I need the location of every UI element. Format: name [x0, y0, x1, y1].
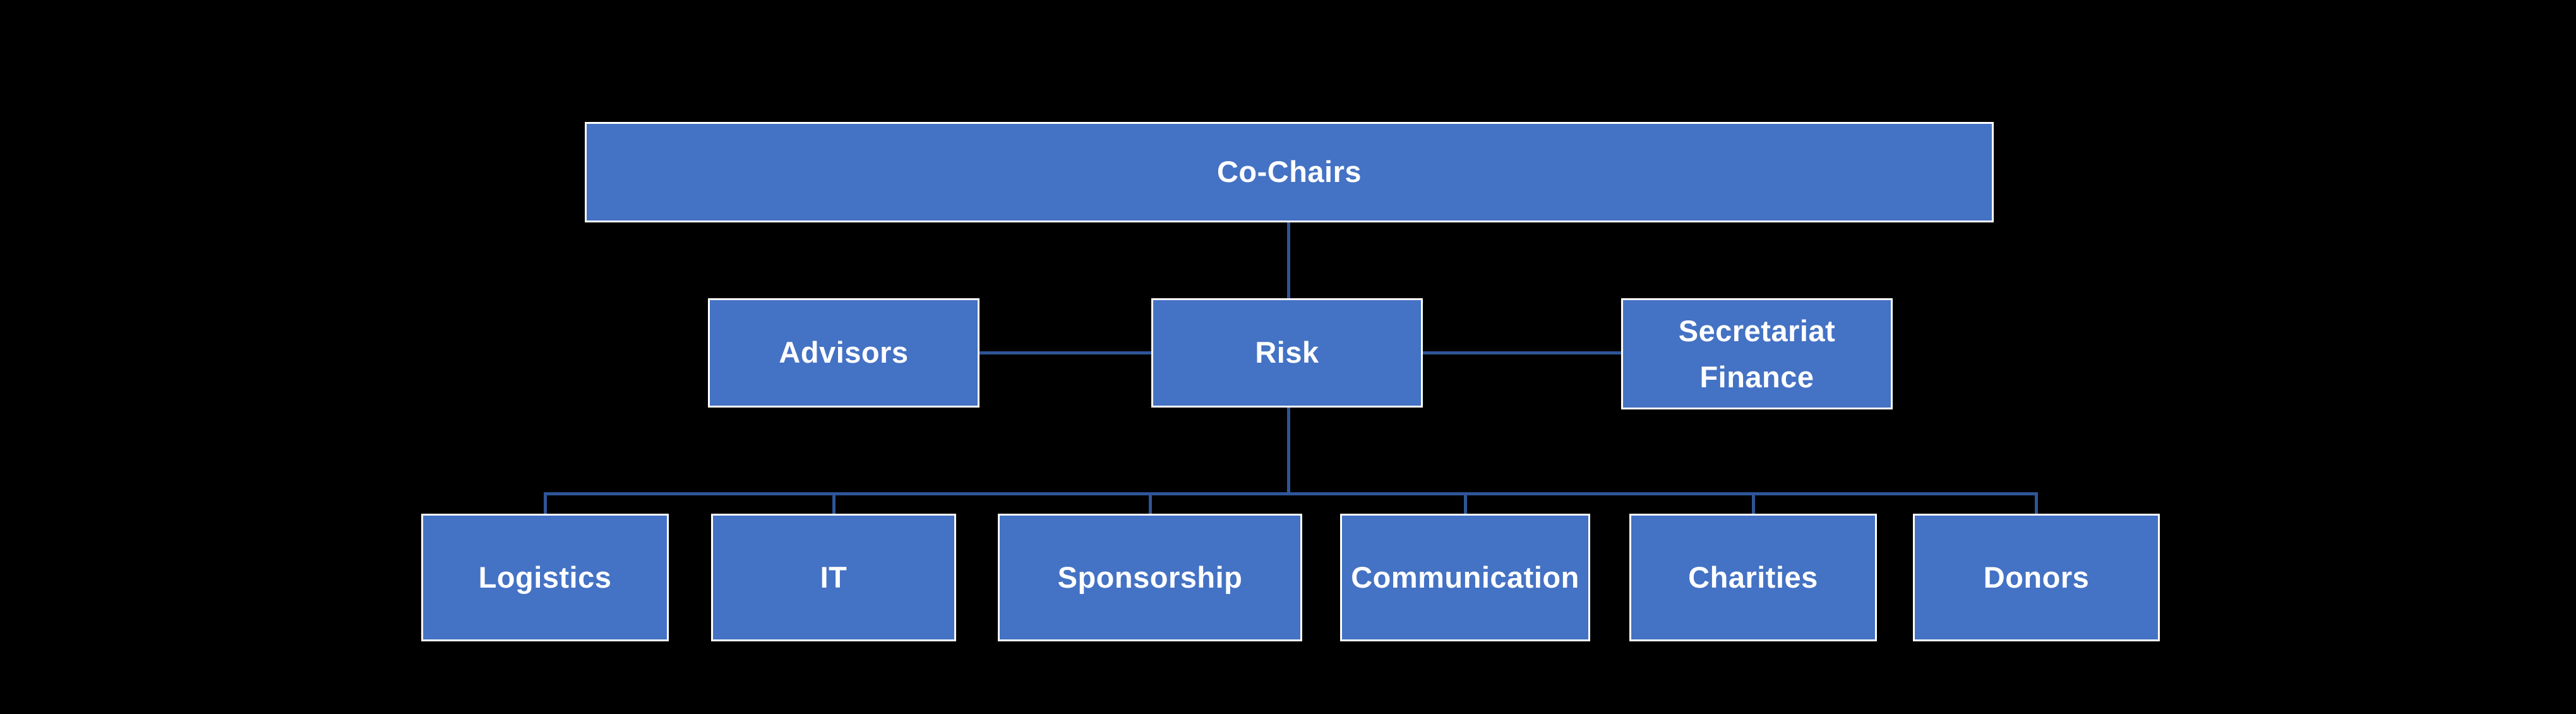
connector-cochairs-risk: [1287, 222, 1290, 298]
node-co-chairs-label: Co-Chairs: [1216, 155, 1362, 189]
node-secretariat-finance-label-line1: Secretariat: [1678, 314, 1836, 348]
connector-risk-children: [1287, 408, 1290, 493]
node-it-label: IT: [820, 560, 848, 594]
node-donors-label: Donors: [1983, 560, 2090, 594]
node-charities-label: Charities: [1688, 560, 1818, 594]
connector-drop-charities: [1752, 492, 1755, 516]
node-risk-label: Risk: [1255, 336, 1319, 370]
node-secretariat-finance-label-line2: Finance: [1699, 360, 1814, 394]
connector-advisors-risk: [979, 351, 1151, 354]
node-donors[interactable]: Donors: [1913, 514, 2160, 641]
connector-drop-logistics: [544, 492, 547, 516]
connector-drop-sponsorship: [1149, 492, 1152, 516]
node-it[interactable]: IT: [711, 514, 956, 641]
node-risk[interactable]: Risk: [1151, 298, 1423, 408]
connector-risk-secretariat: [1423, 351, 1621, 354]
node-charities[interactable]: Charities: [1629, 514, 1877, 641]
node-co-chairs[interactable]: Co-Chairs: [585, 122, 1994, 222]
connector-drop-communication: [1464, 492, 1467, 516]
node-communication-label: Communication: [1351, 560, 1579, 594]
node-secretariat-finance[interactable]: Secretariat Finance: [1621, 298, 1893, 409]
connector-children-bus: [544, 492, 2038, 495]
node-advisors-label: Advisors: [779, 336, 909, 370]
node-advisors[interactable]: Advisors: [708, 298, 979, 408]
connector-drop-donors: [2035, 492, 2038, 516]
node-logistics[interactable]: Logistics: [421, 514, 669, 641]
node-sponsorship-label: Sponsorship: [1057, 560, 1243, 594]
node-logistics-label: Logistics: [478, 560, 612, 594]
connector-drop-it: [832, 492, 836, 516]
node-communication[interactable]: Communication: [1340, 514, 1590, 641]
node-sponsorship[interactable]: Sponsorship: [998, 514, 1302, 641]
